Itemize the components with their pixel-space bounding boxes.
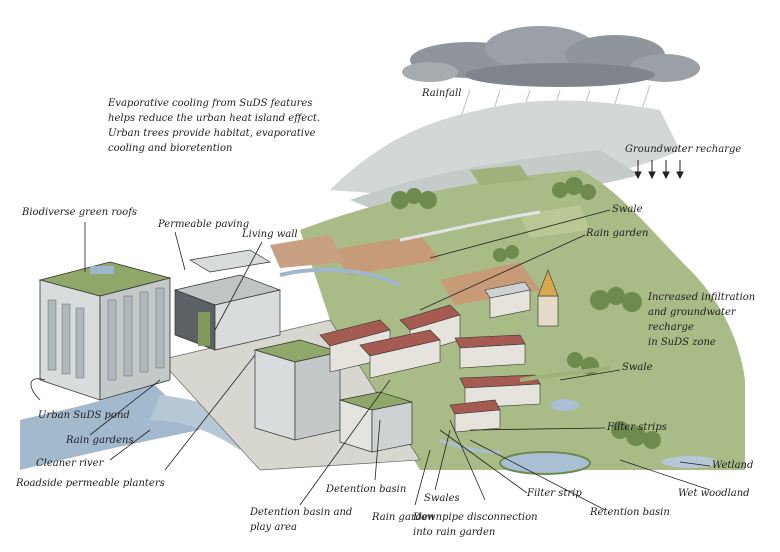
leader-swales: [434, 429, 451, 491]
terraced-houses: [319, 281, 541, 433]
label-retention-basin: Retention basin: [590, 507, 670, 518]
label-urban-suds-pond: Urban SuDS pond: [38, 410, 130, 421]
green-roof-block-center: [253, 339, 342, 441]
label-cleaner-river: Cleaner river: [36, 458, 104, 469]
small-green-roof-block: [339, 391, 413, 453]
leader-filter-strips: [469, 427, 606, 431]
tree-clusters: [391, 177, 661, 449]
label-detention-basin: Detention basin: [326, 484, 407, 495]
label-biodiverse-green-roofs: Biodiverse green roofs: [22, 207, 138, 218]
groundwater-arrows: [634, 160, 684, 180]
label-roadside-permeable-planters: Roadside permeable planters: [16, 478, 165, 489]
leader-detention-play: [299, 379, 391, 506]
label-groundwater-recharge: Groundwater recharge: [625, 144, 742, 155]
label-rain-gardens: Rain gardens: [66, 435, 134, 446]
leader-wetland: [679, 461, 711, 467]
leader-detention-basin: [374, 419, 381, 481]
leader-filter-strip: [439, 429, 528, 494]
leader-lines: [30, 209, 711, 511]
leader-urban-pond: [30, 378, 46, 401]
leader-cleaner-river: [109, 429, 151, 461]
label-swales: Swales: [424, 493, 460, 504]
green-roof-office-block: [38, 261, 172, 401]
church: [537, 269, 559, 327]
label-swale-top: Swale: [612, 204, 643, 215]
leader-swale-right: [559, 369, 621, 381]
leader-living-wall: [214, 241, 263, 331]
leader-rain-garden-bottom: [414, 449, 431, 506]
leader-retention-basin: [469, 439, 606, 511]
leader-permeable-paving: [174, 231, 186, 271]
label-evaporative-cooling: Evaporative cooling from SuDS features h…: [108, 98, 321, 154]
label-rain-garden-top: Rain garden: [586, 228, 649, 239]
leader-downpipe: [449, 419, 486, 501]
label-detention-basin-play-area: Detention basin and play area: [250, 507, 353, 533]
leader-rain-garden-top: [419, 234, 586, 311]
water-features: [439, 366, 718, 475]
label-downpipe-disconnection: Downpipe disconnection into rain garden: [413, 512, 538, 538]
leader-rain-gardens: [89, 379, 161, 436]
label-increased-infiltration: Increased infiltration and groundwater r…: [648, 292, 756, 348]
label-filter-strips: Filter strips: [607, 422, 667, 433]
leader-swale-top: [429, 209, 611, 259]
label-swale-right: Swale: [622, 362, 653, 373]
label-wetland: Wetland: [712, 460, 754, 471]
leader-wet-woodland: [619, 459, 711, 491]
label-rain-garden-bottom: Rain garden: [372, 512, 435, 523]
rain-cloud: [402, 26, 700, 87]
label-filter-strip: Filter strip: [527, 488, 582, 499]
label-wet-woodland: Wet woodland: [678, 488, 750, 499]
leader-roadside-planters: [164, 354, 256, 471]
label-permeable-paving: Permeable paving: [158, 219, 250, 230]
label-living-wall: Living wall: [242, 229, 298, 240]
label-rainfall: Rainfall: [422, 88, 462, 99]
mid-rise-buildings: [173, 249, 282, 351]
